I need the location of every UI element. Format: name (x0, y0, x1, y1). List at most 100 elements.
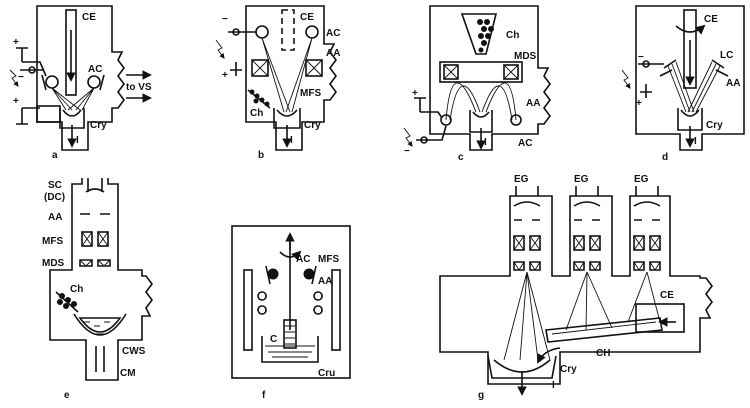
label-minus: − (222, 14, 228, 25)
panel-letter-b: b (258, 150, 264, 161)
heater-left (243, 269, 253, 351)
chamber-outline (231, 225, 351, 379)
rotation-arrow (279, 250, 302, 261)
panel-f: AC MFS AA C Cru f (231, 225, 351, 401)
discharge-symbol (215, 39, 225, 59)
label-plus: + (222, 70, 228, 81)
deflection-coil-right (503, 64, 519, 80)
central-electrode (65, 9, 77, 96)
label-cry: Cry (90, 120, 107, 131)
rotation-arrow (675, 24, 706, 35)
deflection-system-x (79, 259, 111, 267)
deflection-systems (513, 261, 661, 271)
label-aa: AA (318, 276, 332, 287)
label-minus: − (638, 52, 644, 63)
annular-cathode-right (303, 268, 315, 280)
label-plus: + (636, 98, 642, 109)
linear-cathodes (663, 59, 725, 69)
label-i: I (484, 137, 487, 148)
panel-c: Ch MDS AA AC I + − c (403, 5, 551, 163)
label-mfs: MFS (42, 236, 63, 247)
deflection-coil-left (443, 64, 459, 80)
label-mds: MDS (42, 258, 65, 269)
panel-letter-g: g (478, 390, 484, 401)
panel-d: CE LC AA Cry I − + d (621, 5, 745, 163)
induction-coils (257, 291, 323, 315)
electron-beams (51, 87, 95, 111)
charge-hopper (460, 13, 498, 55)
label-minus: − (404, 146, 410, 157)
electron-beams (667, 61, 721, 113)
discharge-symbol (9, 69, 19, 87)
label-i: I (76, 135, 79, 146)
supply-lead (414, 97, 443, 119)
supply-leads (638, 63, 664, 98)
cold-wall-crucible (73, 313, 127, 336)
label-i: I (552, 380, 555, 391)
melt-pool (493, 359, 551, 373)
beam-gun-1 (503, 271, 551, 361)
panel-letter-d: d (662, 152, 668, 163)
discharge-symbol (621, 69, 631, 89)
label-plus: + (412, 88, 418, 99)
electron-beams (261, 37, 313, 113)
discharge-symbol (403, 127, 413, 147)
melt-pool (62, 109, 82, 117)
chamber-outline (635, 5, 745, 151)
consumable-electrode-box (635, 303, 685, 333)
beam-gun-2 (565, 271, 613, 331)
crystal (283, 319, 297, 349)
focusing-coil-left-x (81, 231, 93, 247)
terminal-lead (416, 125, 447, 141)
label-cry: Cry (706, 120, 723, 131)
label-ch: Ch (506, 30, 519, 41)
label-cws: CWS (122, 346, 146, 357)
label-c: C (270, 334, 277, 345)
label-ce: CE (82, 12, 96, 23)
deflection-system (79, 259, 111, 267)
panel-letter-c: c (458, 152, 464, 163)
label-ce: CE (660, 290, 674, 301)
label-ce: CE (704, 14, 718, 25)
focusing-coil-right-x (305, 59, 323, 77)
label-ac: AC (88, 64, 102, 75)
focusing-coil-right-x (97, 231, 109, 247)
cathode-shields (41, 74, 105, 91)
panel-letter-e: e (64, 390, 70, 401)
melt-flow-arrow (537, 347, 561, 364)
chamber-outline (36, 5, 125, 151)
label-aa: AA (526, 98, 540, 109)
label-aa: AA (326, 48, 340, 59)
label-cry: Cry (560, 364, 577, 375)
focusing-coil-right (305, 59, 323, 77)
hearth-melt (551, 321, 657, 335)
focusing-coils (513, 235, 661, 251)
gun-right (510, 114, 522, 126)
gun-left (440, 114, 452, 126)
panel-g: EG EG EG CE CH Cry I g (439, 174, 713, 401)
beam-gun-3 (627, 271, 661, 323)
label-ac: AC (296, 254, 310, 265)
pour-tube (95, 346, 105, 372)
label-vs: to VS (126, 82, 152, 93)
melt-pool (276, 109, 298, 117)
label-cry: Cry (304, 120, 321, 131)
label-eg-1: EG (514, 174, 529, 185)
label-minus: − (18, 72, 24, 83)
panel-a: CE AC Cry I to VS + − + a (9, 5, 152, 161)
deflection-coil-right-x (503, 64, 519, 80)
label-sc: SC (48, 180, 62, 191)
label-eg-2: EG (574, 174, 589, 185)
central-electrode-dashed (281, 9, 295, 51)
melt-hatching (84, 321, 110, 335)
panel-e: SC (DC) AA MFS MDS Ch CWS CM e (42, 178, 153, 401)
chamber-outline (245, 5, 337, 151)
annular-cathode-left (45, 75, 59, 89)
side-block (36, 105, 61, 123)
annular-cathode-right (305, 25, 319, 39)
chamber-outline (439, 195, 713, 385)
rotating-electrode (683, 9, 697, 89)
annular-cathode-right (87, 75, 101, 89)
annular-cathode-left (267, 268, 279, 280)
